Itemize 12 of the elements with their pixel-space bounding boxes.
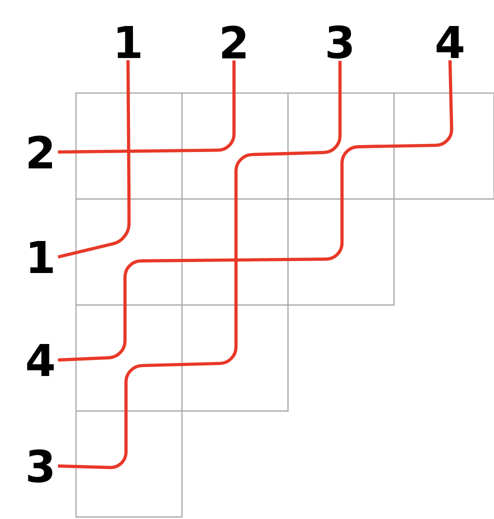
- wire: [58, 60, 131, 259]
- wire: [58, 60, 454, 362]
- wire-label: 2: [222, 26, 246, 58]
- wire-label: 1: [30, 240, 53, 274]
- wire-label: 2: [28, 136, 52, 168]
- wire-label: 3: [328, 25, 352, 59]
- wire: [58, 60, 236, 154]
- wire-label: 1: [118, 26, 140, 58]
- wire-label: 3: [28, 449, 52, 483]
- wire: [58, 60, 342, 470]
- wire-label: 4: [436, 26, 464, 58]
- wire-label: 4: [27, 344, 54, 376]
